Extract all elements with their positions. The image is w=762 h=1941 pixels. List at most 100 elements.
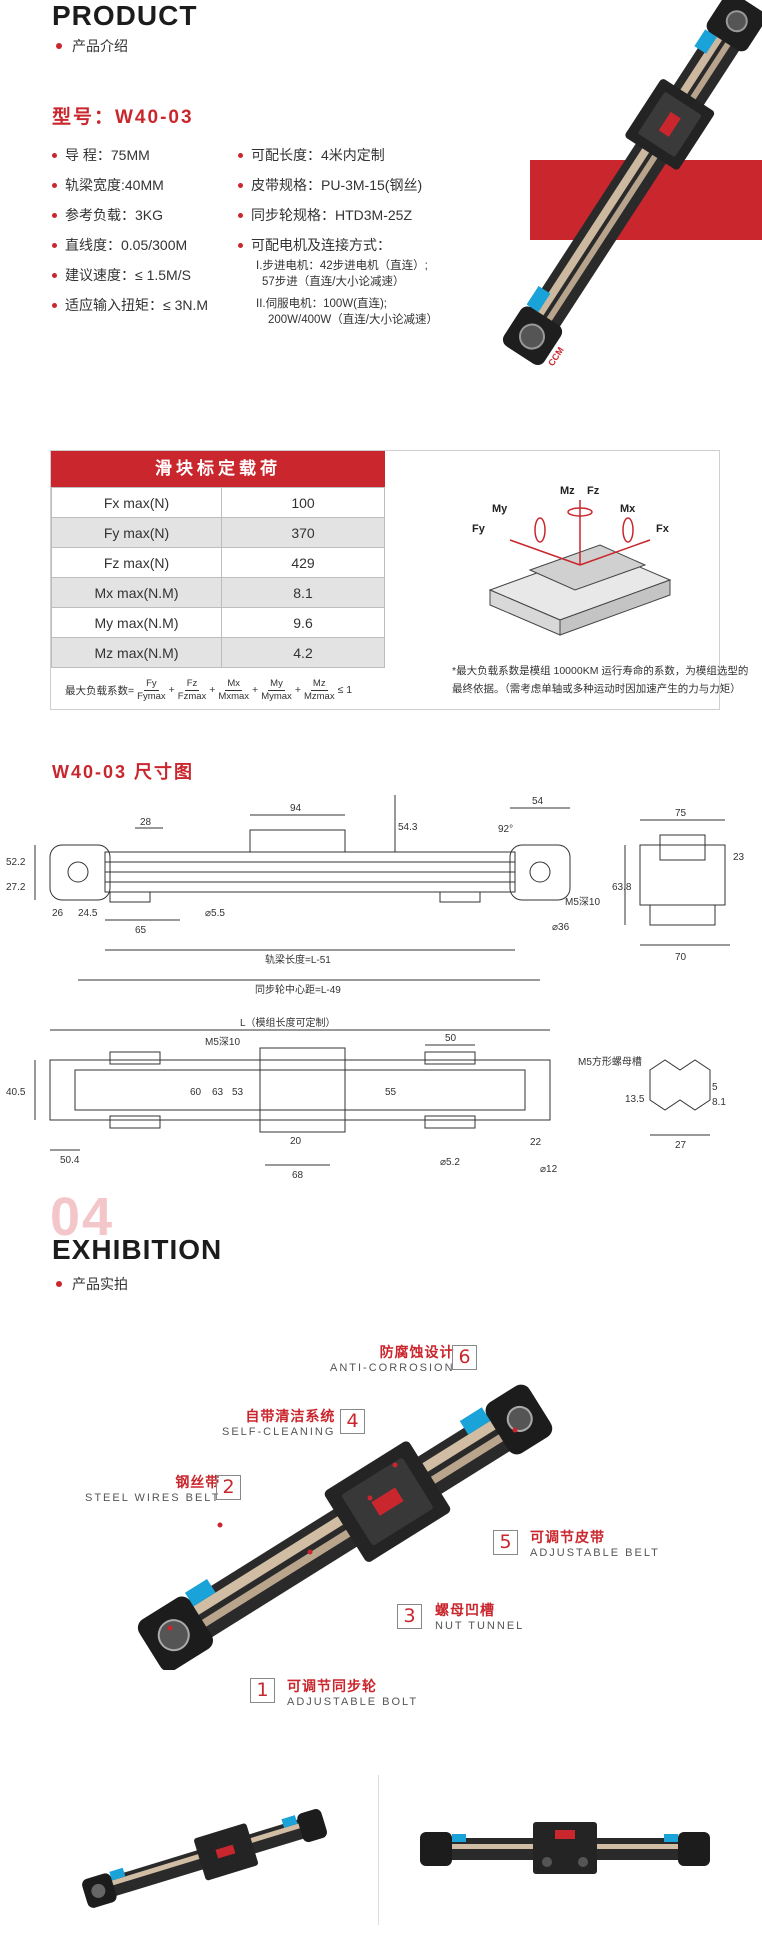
callout-nut-tunnel: 螺母凹槽 NUT TUNNEL — [435, 1602, 525, 1632]
product-heading: PRODUCT — [52, 0, 198, 31]
svg-text:40.5: 40.5 — [6, 1087, 26, 1098]
spec-item: 适应输入扭矩：≤ 3N.M — [52, 290, 208, 320]
load-note-1: *最大负载系数是模组 10000KM 运行寿命的系数，为模组选型的 — [452, 665, 749, 677]
svg-text:24.5: 24.5 — [78, 908, 98, 919]
callout-adjustable-belt: 可调节皮带 ADJUSTABLE BELT — [530, 1529, 660, 1559]
svg-text:M5深10: M5深10 — [565, 896, 600, 908]
svg-text:22: 22 — [530, 1137, 542, 1148]
table-row: Fy max(N)370 — [51, 517, 385, 548]
svg-text:70: 70 — [675, 952, 687, 963]
svg-text:63: 63 — [212, 1087, 224, 1098]
bullet-dot — [56, 43, 62, 49]
svg-text:55: 55 — [385, 1087, 397, 1098]
spec-item: 导 程：75MM — [52, 140, 208, 170]
svg-text:94: 94 — [290, 803, 302, 814]
svg-text:⌀12: ⌀12 — [540, 1164, 558, 1175]
motor-note-1: I.步进电机：42步进电机（直连）; — [256, 260, 428, 272]
dimension-title: W40-03 尺寸图 — [52, 762, 195, 782]
photo-front-view — [420, 1822, 710, 1874]
product-subtitle: 产品介绍 — [72, 38, 128, 54]
spec-item: 建议速度：≤ 1.5M/S — [52, 260, 208, 290]
svg-text:20: 20 — [290, 1136, 302, 1147]
svg-text:同步轮中心距=L-49: 同步轮中心距=L-49 — [255, 983, 341, 996]
svg-text:M5深10: M5深10 — [205, 1036, 240, 1048]
svg-text:26: 26 — [52, 908, 64, 919]
callout-anti-corrosion: 防腐蚀设计 ANTI-CORROSION — [330, 1344, 455, 1374]
product-subheading: 产品介绍 — [56, 36, 128, 56]
table-row: Fx max(N)100 — [51, 487, 385, 518]
product-photo-actuator: CCM — [502, 0, 762, 368]
svg-text:65: 65 — [135, 925, 147, 936]
svg-text:5: 5 — [712, 1082, 718, 1093]
spec-list-right: 可配长度：4米内定制 皮带规格：PU-3M-15(钢丝) 同步轮规格：HTD3M… — [238, 140, 422, 260]
svg-text:60: 60 — [190, 1087, 202, 1098]
load-table-title: 滑块标定载荷 — [51, 451, 385, 487]
svg-text:63.8: 63.8 — [612, 882, 632, 893]
svg-text:Mz: Mz — [560, 485, 575, 497]
dimension-drawing: 94 54 54.3 28 92° 52.2 27.2 26 24.5 65 ⌀… — [6, 795, 745, 1180]
load-axes-diagram: Mz Fz My Mx Fy Fx — [472, 485, 672, 636]
svg-text:Mx: Mx — [620, 503, 636, 515]
spec-item: 可配长度：4米内定制 — [238, 140, 422, 170]
spec-list-left: 导 程：75MM 轨梁宽度:40MM 参考负载：3KG 直线度：0.05/300… — [52, 140, 208, 320]
svg-text:75: 75 — [675, 808, 687, 819]
callout-number-3: 3 — [397, 1604, 422, 1629]
callout-number-5: 5 — [493, 1530, 518, 1555]
svg-text:Fy: Fy — [472, 523, 486, 535]
callout-steel-wires-belt: 钢丝带 STEEL WIRES BELT — [85, 1474, 221, 1504]
svg-text:50: 50 — [445, 1033, 457, 1044]
callout-number-2: 2 — [216, 1475, 241, 1500]
callout-adjustable-bolt: 可调节同步轮 ADJUSTABLE BOLT — [287, 1678, 419, 1708]
svg-text:L（模组长度可定制）: L（模组长度可定制） — [240, 1016, 336, 1029]
svg-text:28: 28 — [140, 817, 152, 828]
svg-text:53: 53 — [232, 1087, 244, 1098]
spec-item: 参考负载：3KG — [52, 200, 208, 230]
svg-text:My: My — [492, 503, 508, 515]
svg-text:⌀5.2: ⌀5.2 — [440, 1157, 460, 1168]
table-row: Mx max(N.M)8.1 — [51, 577, 385, 608]
svg-text:54.3: 54.3 — [398, 822, 418, 833]
load-panel — [50, 450, 720, 710]
svg-text:Fz: Fz — [587, 485, 600, 497]
load-table-wrapper: 滑块标定载荷 Fx max(N)100 Fy max(N)370 Fz max(… — [51, 451, 385, 712]
svg-text:轨梁长度=L-51: 轨梁长度=L-51 — [265, 953, 331, 966]
exhibition-photo-actuator — [137, 1384, 553, 1670]
svg-text:Fx: Fx — [656, 523, 670, 535]
model-title: 型号：W40-03 — [52, 107, 194, 128]
exhibition-subheading: 产品实拍 — [56, 1274, 128, 1294]
table-row: My max(N.M)9.6 — [51, 607, 385, 638]
section-number: 04 — [50, 1187, 115, 1247]
exhibition-heading: EXHIBITION — [52, 1234, 223, 1265]
svg-text:54: 54 — [532, 796, 544, 807]
svg-text:52.2: 52.2 — [6, 857, 26, 868]
photo-divider — [378, 1775, 379, 1925]
svg-text:50.4: 50.4 — [60, 1155, 80, 1166]
svg-text:68: 68 — [292, 1170, 304, 1180]
spec-item: 同步轮规格：HTD3M-25Z — [238, 200, 422, 230]
svg-text:M5方形螺母槽: M5方形螺母槽 — [578, 1055, 642, 1068]
motor-note-3: II.伺服电机：100W(直连); — [256, 298, 387, 310]
photo-angled-view — [82, 1809, 327, 1908]
svg-text:13.5: 13.5 — [625, 1094, 645, 1105]
load-note-2: 最终依据。（需考虑单轴或多种运动时因加速产生的力与力矩） — [452, 683, 741, 695]
table-row: Mz max(N.M)4.2 — [51, 637, 385, 668]
table-row: Fz max(N)429 — [51, 547, 385, 578]
motor-note-2: 57步进（直连/大小论减速） — [262, 276, 405, 288]
motor-note-4: 200W/400W（直连/大小论减速） — [268, 314, 438, 326]
callout-number-6: 6 — [452, 1345, 477, 1370]
spec-item: 轨梁宽度:40MM — [52, 170, 208, 200]
callout-self-cleaning: 自带清洁系统 SELF-CLEANING — [222, 1408, 336, 1438]
spec-item: 皮带规格：PU-3M-15(钢丝) — [238, 170, 422, 200]
callout-number-1: 1 — [250, 1678, 275, 1703]
svg-text:⌀5.5: ⌀5.5 — [205, 908, 225, 919]
svg-text:8.1: 8.1 — [712, 1097, 726, 1108]
svg-text:23: 23 — [733, 852, 745, 863]
spec-item: 直线度：0.05/300M — [52, 230, 208, 260]
callout-number-4: 4 — [340, 1409, 365, 1434]
svg-text:27.2: 27.2 — [6, 882, 26, 893]
spec-item: 可配电机及连接方式： — [238, 230, 422, 260]
svg-text:27: 27 — [675, 1140, 687, 1151]
load-table: Fx max(N)100 Fy max(N)370 Fz max(N)429 M… — [51, 487, 385, 668]
svg-text:92°: 92° — [498, 824, 513, 835]
